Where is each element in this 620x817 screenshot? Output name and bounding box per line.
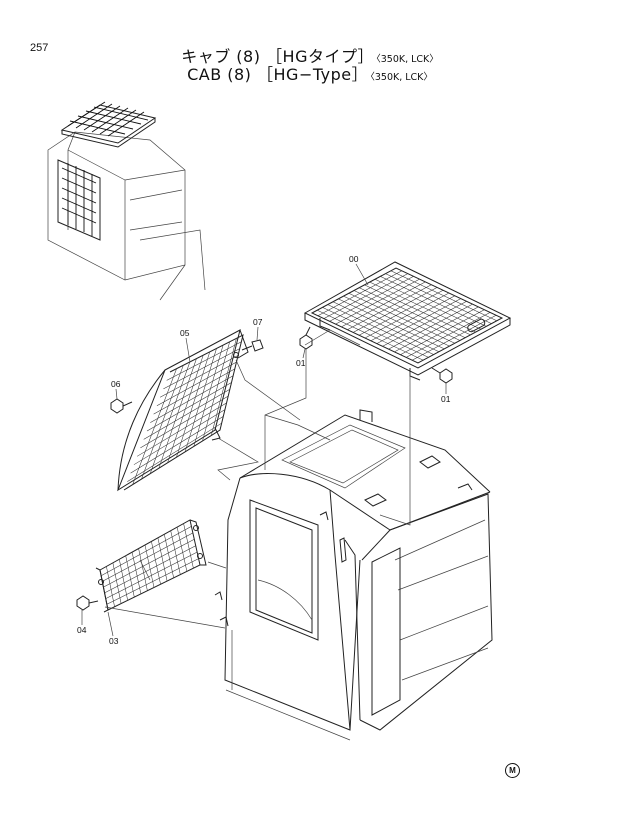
title-japanese-main: キャブ (8) ［HGタイプ］ (181, 47, 374, 66)
frontgrid-mesh (100, 523, 199, 607)
sidegrid-mesh (127, 338, 242, 485)
top-guard-00 (303, 261, 512, 381)
label-04: 04 (77, 625, 87, 635)
bolt-01a (299, 326, 313, 350)
label-05: 05 (180, 328, 190, 338)
page-number: 257 (30, 42, 49, 54)
bolt-06 (110, 398, 133, 414)
overview-thumbnail (47, 101, 206, 301)
label-06: 06 (111, 379, 121, 389)
manufacturer-mark-icon: M (505, 763, 520, 778)
title-english: CAB (8) ［HG−Type］〈350K, LCK〉 (0, 66, 620, 84)
title-japanese-models: 〈350K, LCK〉 (375, 54, 439, 65)
part-labels: 00 01 01 03 04 05 06 07 (77, 254, 451, 646)
title-english-models: 〈350K, LCK〉 (370, 72, 433, 84)
label-07: 07 (253, 317, 263, 327)
bolt-07 (241, 339, 264, 352)
title-japanese: キャブ (8) ［HGタイプ］〈350K, LCK〉 (0, 47, 620, 66)
label-01b: 01 (441, 394, 451, 404)
page-title: キャブ (8) ［HGタイプ］〈350K, LCK〉 CAB (8) ［HG−T… (0, 47, 620, 85)
fasteners (76, 326, 453, 611)
label-01a: 01 (296, 358, 306, 368)
label-00: 00 (349, 254, 359, 264)
side-guard-05 (116, 329, 249, 492)
label-03: 03 (109, 636, 119, 646)
bolt-04 (76, 595, 99, 611)
topgrid-mesh (317, 270, 497, 361)
title-english-main: CAB (8) ［HG−Type］ (187, 65, 369, 85)
bolt-01b (431, 367, 453, 384)
cab-body (214, 409, 493, 741)
leader-lines (104, 329, 411, 629)
front-guard-03 (95, 519, 207, 613)
